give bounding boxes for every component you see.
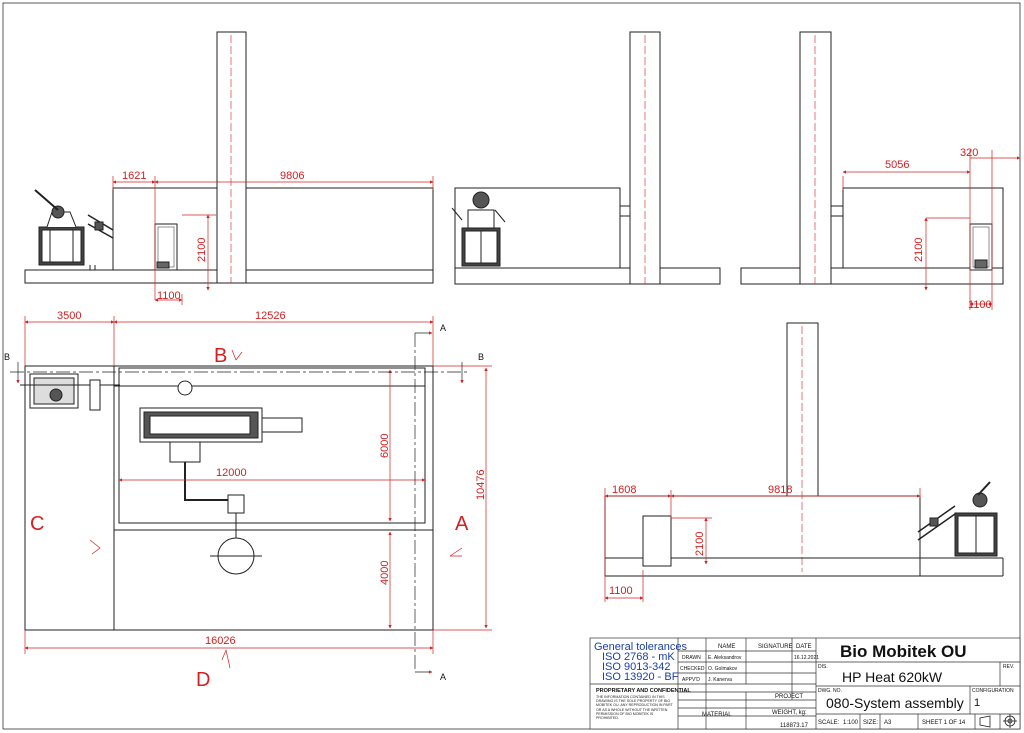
dim-1100-right: 1100 xyxy=(968,299,992,311)
drawing-title: HP Heat 620kW xyxy=(842,669,943,685)
dim-1621: 1621 xyxy=(122,170,146,182)
row-drawn-role: DRAWN xyxy=(682,655,701,661)
chimney xyxy=(786,322,819,497)
dim-10476: 10476 xyxy=(475,469,487,500)
section-label-b-right: B xyxy=(478,352,484,362)
dis-label: DIS. xyxy=(818,664,828,670)
header-signature: SIGNATURE xyxy=(758,644,793,650)
row-drawn-date: 16.12.2021 xyxy=(794,655,819,661)
section-label-b-left: B xyxy=(4,352,10,362)
chimney xyxy=(216,31,247,284)
container-outline xyxy=(454,187,621,269)
chimney xyxy=(799,31,832,285)
section-label-a-bottom: A xyxy=(440,672,446,682)
dim-9806: 9806 xyxy=(280,170,304,182)
dim-12000: 12000 xyxy=(216,467,247,479)
size-label: SIZE: xyxy=(863,720,878,726)
row-appvd-role: APPV'D xyxy=(682,677,700,683)
dim-12526: 12526 xyxy=(255,310,286,322)
configuration-value: 1 xyxy=(974,697,980,709)
proprietary-text: THE INFORMATION CONTAINED IN THIS DRAWIN… xyxy=(596,695,673,721)
header-date: DATE xyxy=(796,644,812,650)
view-label-d: D xyxy=(196,669,210,691)
plan-view xyxy=(20,365,434,631)
projection-symbol-icon xyxy=(979,714,1017,728)
header-name: NAME xyxy=(718,644,735,650)
dim-5056: 5056 xyxy=(885,159,909,171)
weight-value: 118873.17 xyxy=(780,723,809,729)
section-label-a-top: A xyxy=(440,323,446,333)
dim-9818: 9818 xyxy=(768,484,792,496)
scale-value: 1:100 xyxy=(843,720,859,726)
elevation-view-4 xyxy=(604,322,1004,577)
view-label-b: B xyxy=(214,345,227,367)
plan-dimensions xyxy=(10,316,492,674)
tolerance-line-3: ISO 13920 - BF xyxy=(602,671,679,683)
row-checked-name: O. Golmakov xyxy=(708,666,738,672)
dim-320: 320 xyxy=(960,147,978,159)
dim-2100-right: 2100 xyxy=(913,238,925,262)
elevation-1-dimensions xyxy=(112,176,434,305)
container-outline xyxy=(842,187,1004,269)
title-block xyxy=(589,637,1021,730)
dim-16026: 16026 xyxy=(205,635,236,647)
dim-4000: 4000 xyxy=(379,561,391,585)
inner-room xyxy=(113,365,434,531)
tolerances-title: General tolerances xyxy=(594,641,687,653)
elevation-4-dimensions xyxy=(604,488,921,602)
dim-1100: 1100 xyxy=(157,290,181,302)
dim-2100-br: 2100 xyxy=(694,532,706,556)
elevation-view-3 xyxy=(740,31,1004,285)
tolerance-line-2: ISO 9013-342 xyxy=(602,661,671,673)
weight-label: WEIGHT, kg: xyxy=(772,710,807,716)
base-slab xyxy=(454,267,721,285)
rev-label: REV. xyxy=(1003,664,1014,670)
view-label-c: C xyxy=(30,513,44,535)
scale-label: SCALE: xyxy=(818,720,840,726)
dim-3500: 3500 xyxy=(57,310,81,322)
base-slab xyxy=(740,267,1004,285)
tolerance-line-1: ISO 2768 - mK xyxy=(602,651,675,663)
dim-1100-br: 1100 xyxy=(609,585,633,597)
proprietary-title: PROPRIETARY AND CONFIDENTIAL xyxy=(596,688,691,694)
project-label: PROJECT xyxy=(775,694,803,700)
elevation-view-1 xyxy=(24,31,434,284)
row-checked-role: CHECKED xyxy=(680,666,705,672)
sheet-label: SHEET 1 OF 14 xyxy=(922,720,966,726)
dim-6000: 6000 xyxy=(379,434,391,458)
dim-1608: 1608 xyxy=(612,484,636,496)
size-value: A3 xyxy=(884,720,892,726)
configuration-label: CONFIGURATION xyxy=(972,688,1014,694)
company-name: Bio Mobitek OU xyxy=(840,642,967,661)
row-drawn-name: E. Aleksandrov xyxy=(708,655,742,661)
container-outline-plan xyxy=(118,367,426,524)
elevation-3-dimensions xyxy=(842,150,1021,310)
dwg-no: 080-System assembly xyxy=(826,695,964,711)
row-appvd-name: J. Kanerva xyxy=(708,677,732,683)
container-outline xyxy=(112,187,434,271)
view-label-a: A xyxy=(455,513,469,535)
elevation-view-2 xyxy=(451,31,721,285)
material-label: MATERIAL xyxy=(702,712,732,718)
door xyxy=(642,515,672,567)
dim-2100: 2100 xyxy=(196,238,208,262)
dwg-no-label: DWG. NO. xyxy=(818,688,842,694)
